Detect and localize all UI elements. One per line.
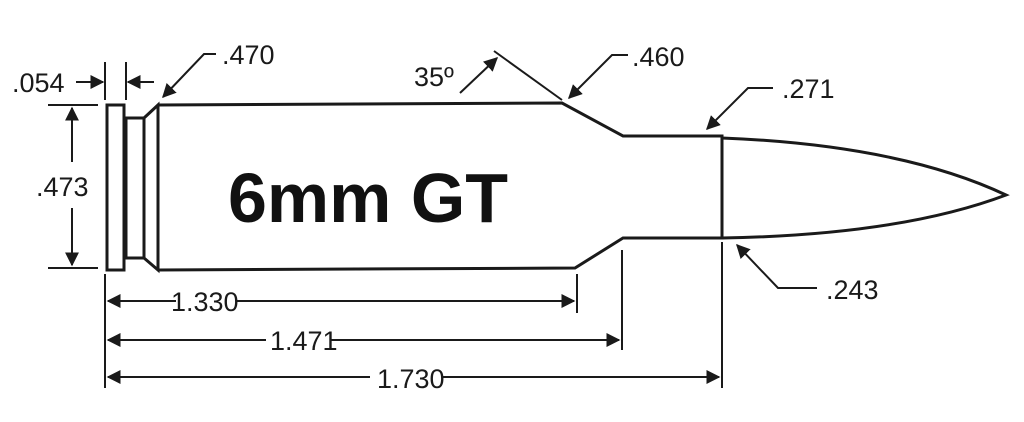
rim-thickness-dimension: .054 bbox=[12, 62, 154, 100]
rim-diameter-label: .473 bbox=[36, 172, 89, 202]
base-diameter-label: .470 bbox=[222, 40, 275, 70]
shoulder-angle-label: 35º bbox=[414, 62, 454, 92]
bullet bbox=[721, 136, 1010, 240]
shoulder-diameter-label: .460 bbox=[632, 42, 685, 72]
rim-diameter-dimension: .473 bbox=[36, 104, 98, 269]
case-length-label: 1.730 bbox=[377, 364, 445, 394]
length-to-neck-label: 1.471 bbox=[270, 326, 338, 356]
shoulder-angle-dimension: 35º bbox=[414, 50, 563, 101]
length-to-shoulder-label: 1.330 bbox=[171, 287, 239, 317]
rim bbox=[105, 103, 126, 272]
rim-thickness-label: .054 bbox=[12, 68, 65, 98]
case-length-dimension: 1.730 bbox=[106, 364, 721, 394]
length-to-shoulder-dimension: 1.330 bbox=[106, 287, 576, 317]
shoulder-diameter-dimension: .460 bbox=[568, 42, 685, 99]
neck-diameter-label: .271 bbox=[782, 74, 835, 104]
neck-diameter-dimension: .271 bbox=[706, 74, 835, 130]
bullet-diameter-label: .243 bbox=[826, 275, 879, 305]
extractor-groove bbox=[124, 116, 146, 260]
length-to-neck-dimension: 1.471 bbox=[106, 326, 621, 356]
cartridge-name: 6mm GT bbox=[228, 159, 508, 237]
bullet-diameter-dimension: .243 bbox=[736, 243, 879, 305]
base-bevel bbox=[142, 101, 160, 274]
case-outline bbox=[105, 101, 724, 274]
case-body bbox=[157, 101, 724, 272]
base-diameter-dimension: .470 bbox=[162, 40, 275, 99]
